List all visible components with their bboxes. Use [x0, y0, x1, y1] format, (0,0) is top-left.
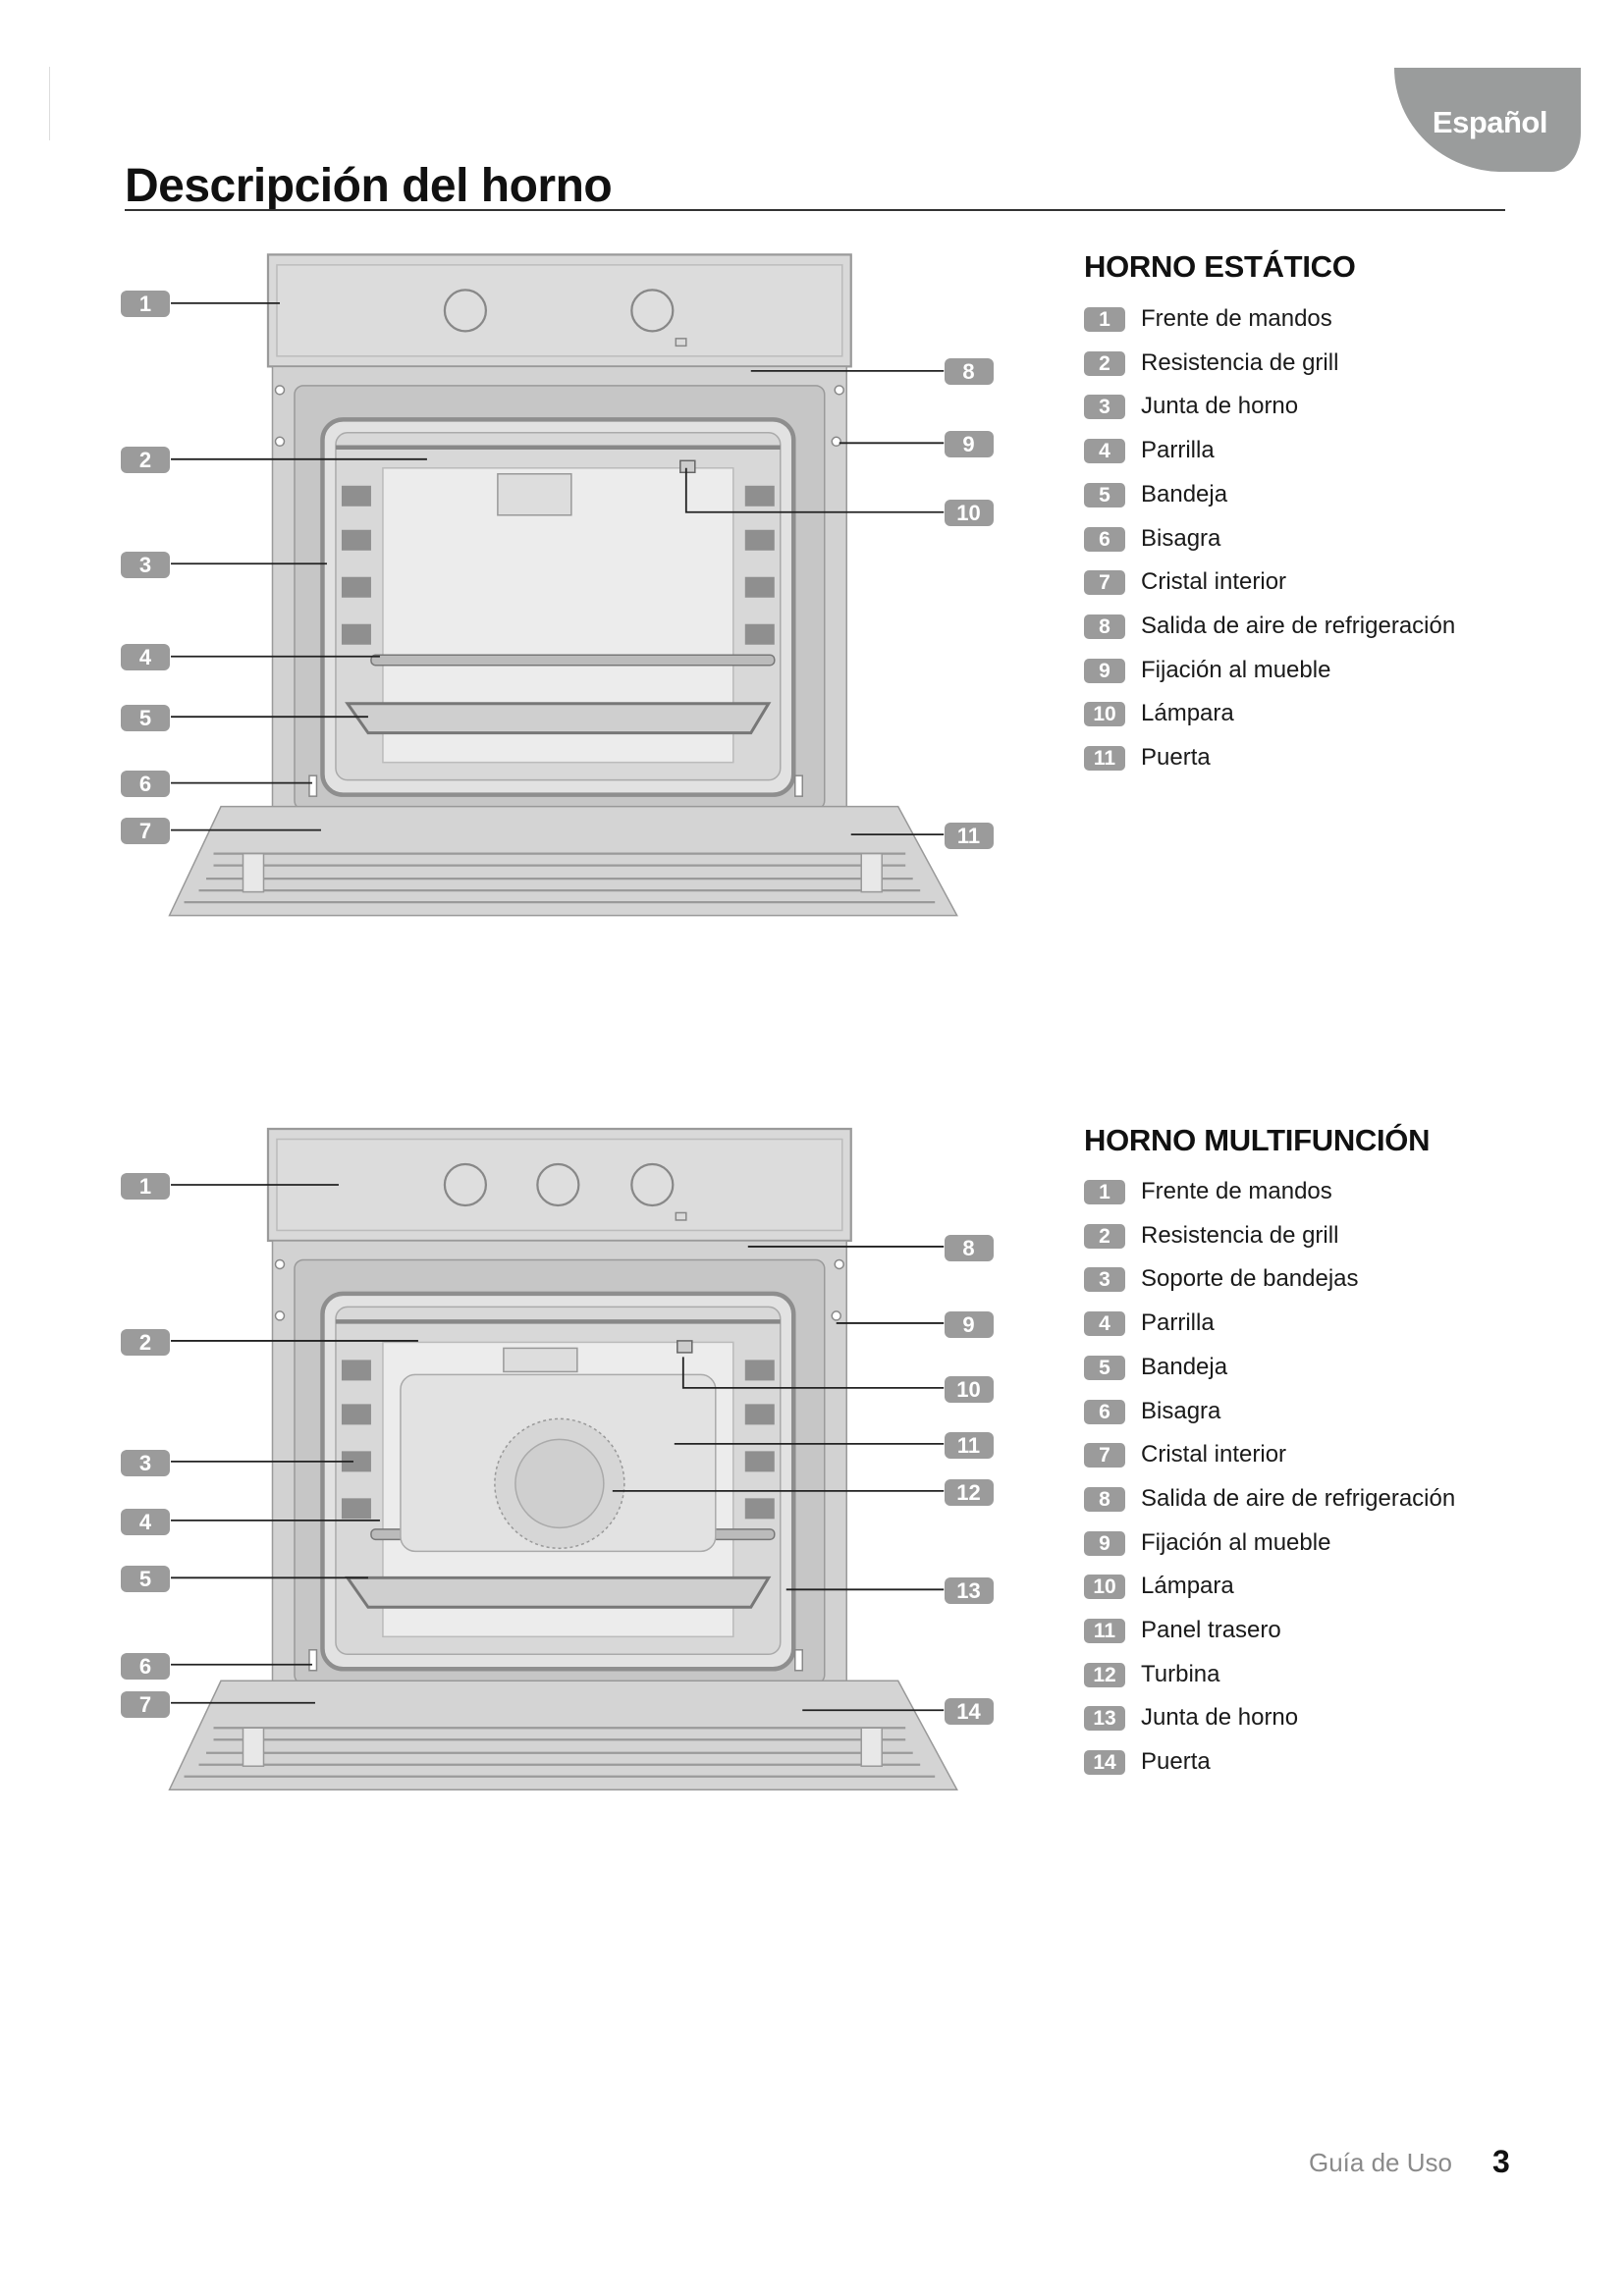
legend-item-label: Parrilla — [1141, 1309, 1215, 1337]
callout-badge-2: 2 — [121, 447, 170, 473]
knob-icon — [630, 289, 675, 333]
legend-number-2: 2 — [1084, 350, 1125, 376]
legend-item-label: Frente de mandos — [1141, 1178, 1332, 1204]
callout-badge-4: 4 — [121, 1508, 170, 1535]
legend-number-2: 2 — [1084, 1223, 1125, 1249]
legend-item-label: Lámpara — [1141, 700, 1234, 727]
callout-badge-12: 12 — [944, 1478, 994, 1506]
callout-badge-7: 7 — [121, 818, 170, 844]
legend-number-10: 10 — [1084, 1575, 1125, 1600]
legend-item-label: Fijación al mueble — [1141, 656, 1331, 683]
legend-number-6: 6 — [1084, 1399, 1125, 1424]
legend-item-label: Turbina — [1141, 1660, 1220, 1687]
legend-item-label: Bisagra — [1141, 1397, 1221, 1424]
callout-badge-6: 6 — [121, 1652, 170, 1680]
callout-badge-9: 9 — [944, 430, 994, 457]
callout-badge-11: 11 — [944, 822, 994, 849]
legend-number-8: 8 — [1084, 1486, 1125, 1512]
legend-number-4: 4 — [1084, 439, 1125, 464]
legend-number-9: 9 — [1084, 1530, 1125, 1556]
legend-number-5: 5 — [1084, 482, 1125, 507]
legend-item-label: Bandeja — [1141, 480, 1228, 507]
legend-item-label: Junta de horno — [1141, 393, 1299, 420]
legend-item-label: Salida de aire de refrigeración — [1141, 612, 1456, 639]
callout-badge-10: 10 — [944, 500, 994, 526]
legend-item-label: Puerta — [1141, 1748, 1211, 1776]
legend-item-label: Salida de aire de refrigeración — [1141, 1484, 1456, 1512]
callout-badge-4: 4 — [121, 644, 170, 670]
legend-item-label: Bisagra — [1141, 524, 1221, 552]
callout-badge-5: 5 — [121, 704, 170, 731]
legend-item-label: Bandeja — [1141, 1353, 1228, 1380]
legend-number-13: 13 — [1084, 1706, 1125, 1732]
legend-number-3: 3 — [1084, 1267, 1125, 1293]
callout-badge-11: 11 — [944, 1431, 994, 1459]
legend-number-10: 10 — [1084, 702, 1125, 727]
legend-item-label: Frente de mandos — [1141, 305, 1332, 332]
legend-number-11: 11 — [1084, 746, 1125, 771]
legend-item-label: Puerta — [1141, 744, 1211, 771]
legend-number-5: 5 — [1084, 1355, 1125, 1380]
legend-item-label: Parrilla — [1141, 437, 1215, 464]
knob-icon — [536, 1162, 580, 1207]
language-tab-label: Español — [1432, 105, 1548, 139]
section-heading-static: HORNO ESTÁTICO — [1084, 249, 1356, 284]
legend-number-8: 8 — [1084, 614, 1125, 639]
legend-number-14: 14 — [1084, 1750, 1125, 1776]
callout-badge-8: 8 — [944, 1234, 994, 1261]
callout-badge-8: 8 — [944, 358, 994, 385]
knob-icon — [443, 1162, 488, 1207]
callout-badge-7: 7 — [121, 1690, 170, 1718]
multifunction-leader-lines — [171, 1184, 945, 1712]
knob-icon — [443, 289, 488, 333]
legend-number-1: 1 — [1084, 307, 1125, 332]
legend-number-4: 4 — [1084, 1311, 1125, 1337]
legend-number-1: 1 — [1084, 1180, 1125, 1204]
callout-badge-1: 1 — [121, 291, 170, 317]
legend-number-7: 7 — [1084, 570, 1125, 596]
legend-item-label: Lámpara — [1141, 1573, 1234, 1600]
callout-badge-5: 5 — [121, 1566, 170, 1592]
legend-item-label: Fijación al mueble — [1141, 1528, 1331, 1556]
callout-badge-9: 9 — [944, 1310, 994, 1338]
static-leader-lines — [171, 301, 945, 836]
title-divider — [125, 209, 1505, 211]
callout-badge-13: 13 — [944, 1577, 994, 1604]
legend-item-label: Cristal interior — [1141, 568, 1287, 596]
legend-number-11: 11 — [1084, 1619, 1125, 1643]
callout-badge-1: 1 — [121, 1172, 170, 1200]
section-heading-multifunction: HORNO MULTIFUNCIÓN — [1084, 1123, 1431, 1157]
legend-item-label: Resistencia de grill — [1141, 348, 1339, 376]
legend-item-label: Cristal interior — [1141, 1441, 1287, 1468]
callout-badge-2: 2 — [121, 1328, 170, 1356]
callout-badge-14: 14 — [944, 1698, 994, 1725]
callout-badge-3: 3 — [121, 1449, 170, 1476]
callout-badge-10: 10 — [944, 1375, 994, 1403]
footer-guide-label: Guía de Uso — [1309, 2148, 1452, 2177]
legend-number-3: 3 — [1084, 395, 1125, 420]
static-oven-drawing — [170, 254, 957, 915]
page-number: 3 — [1492, 2144, 1510, 2179]
legend-item-label: Resistencia de grill — [1141, 1221, 1339, 1249]
margin-mark — [49, 67, 50, 140]
callout-badge-6: 6 — [121, 771, 170, 797]
page-title: Descripción del horno — [125, 160, 613, 212]
legend-number-7: 7 — [1084, 1443, 1125, 1468]
legend-number-9: 9 — [1084, 658, 1125, 683]
multifunction-oven-drawing — [170, 1129, 957, 1789]
legend-item-label: Panel trasero — [1141, 1617, 1281, 1643]
knob-icon — [630, 1162, 675, 1207]
callout-badge-3: 3 — [121, 551, 170, 578]
legend-item-label: Junta de horno — [1141, 1704, 1299, 1732]
legend-number-12: 12 — [1084, 1662, 1125, 1687]
legend-item-label: Soporte de bandejas — [1141, 1265, 1359, 1293]
legend-number-6: 6 — [1084, 526, 1125, 552]
